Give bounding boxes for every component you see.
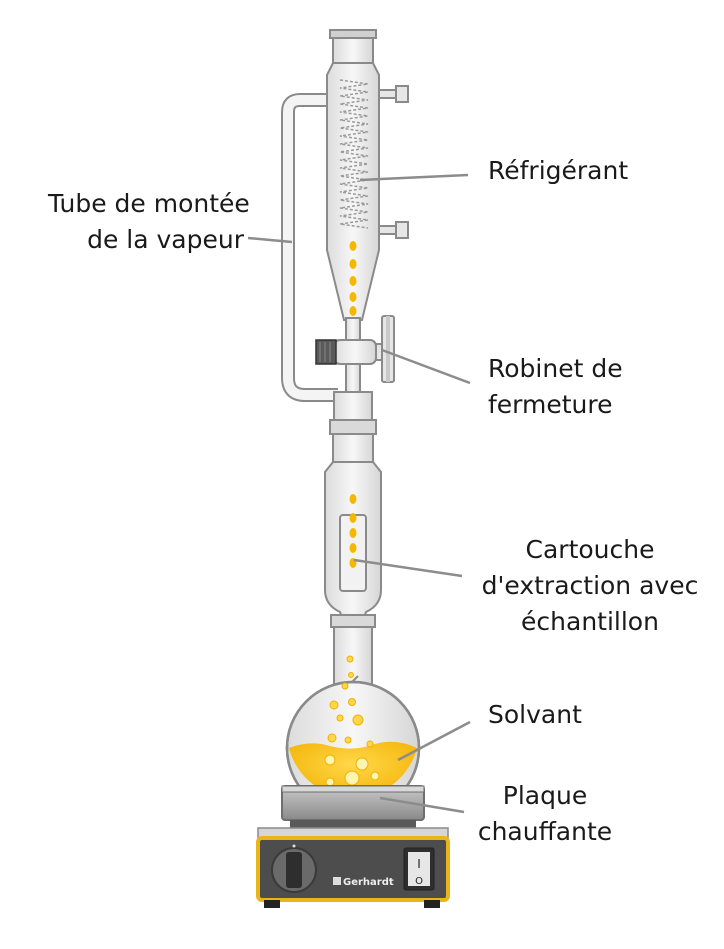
label-thimble-line3: échantillon — [521, 607, 659, 636]
label-vapour-tube-line1: Tube de montée — [48, 189, 250, 218]
leader-stopcock — [381, 348, 471, 385]
hot-plate — [256, 785, 450, 908]
label-refrigerant: Réfrigérant — [488, 153, 628, 189]
thimble-drops — [349, 494, 357, 568]
flask-neck — [330, 614, 376, 691]
leader-lines — [247, 173, 471, 814]
leader-thimble — [353, 558, 463, 578]
brand-logo-mark — [333, 877, 341, 885]
label-stopcock-line2: fermeture — [488, 390, 613, 419]
switch-on-label: I — [417, 857, 421, 871]
label-solvent: Solvant — [488, 697, 582, 733]
label-hotplate-line1: Plaque — [502, 781, 588, 810]
leader-vapour-tube — [247, 236, 293, 244]
label-vapour-tube: Tube de montée de la vapeur — [48, 186, 250, 258]
stopcock — [315, 315, 395, 421]
condensate-drops — [349, 241, 357, 316]
label-thimble-line1: Cartouche — [525, 535, 655, 564]
leader-hotplate — [379, 796, 465, 814]
vapour-bubbles — [324, 655, 380, 787]
label-thimble: Cartouche d'extraction avec échantillon — [470, 532, 710, 640]
vapour-riser-tube — [281, 93, 338, 402]
label-solvent-text: Solvant — [488, 700, 582, 729]
round-bottom-flask — [285, 680, 421, 816]
leader-solvent — [397, 720, 471, 762]
leader-refrigerant — [359, 173, 469, 182]
label-stopcock: Robinet de fermeture — [488, 351, 623, 423]
label-hotplate: Plaque chauffante — [470, 778, 620, 850]
switch-off-label: O — [415, 876, 423, 887]
label-stopcock-line1: Robinet de — [488, 354, 623, 383]
condenser — [326, 29, 409, 321]
label-refrigerant-text: Réfrigérant — [488, 156, 629, 185]
label-thimble-line2: d'extraction avec — [481, 571, 699, 600]
label-hotplate-line2: chauffante — [477, 817, 613, 846]
brand-name: Gerhardt — [343, 877, 394, 888]
label-vapour-tube-line2: de la vapeur — [87, 225, 244, 254]
